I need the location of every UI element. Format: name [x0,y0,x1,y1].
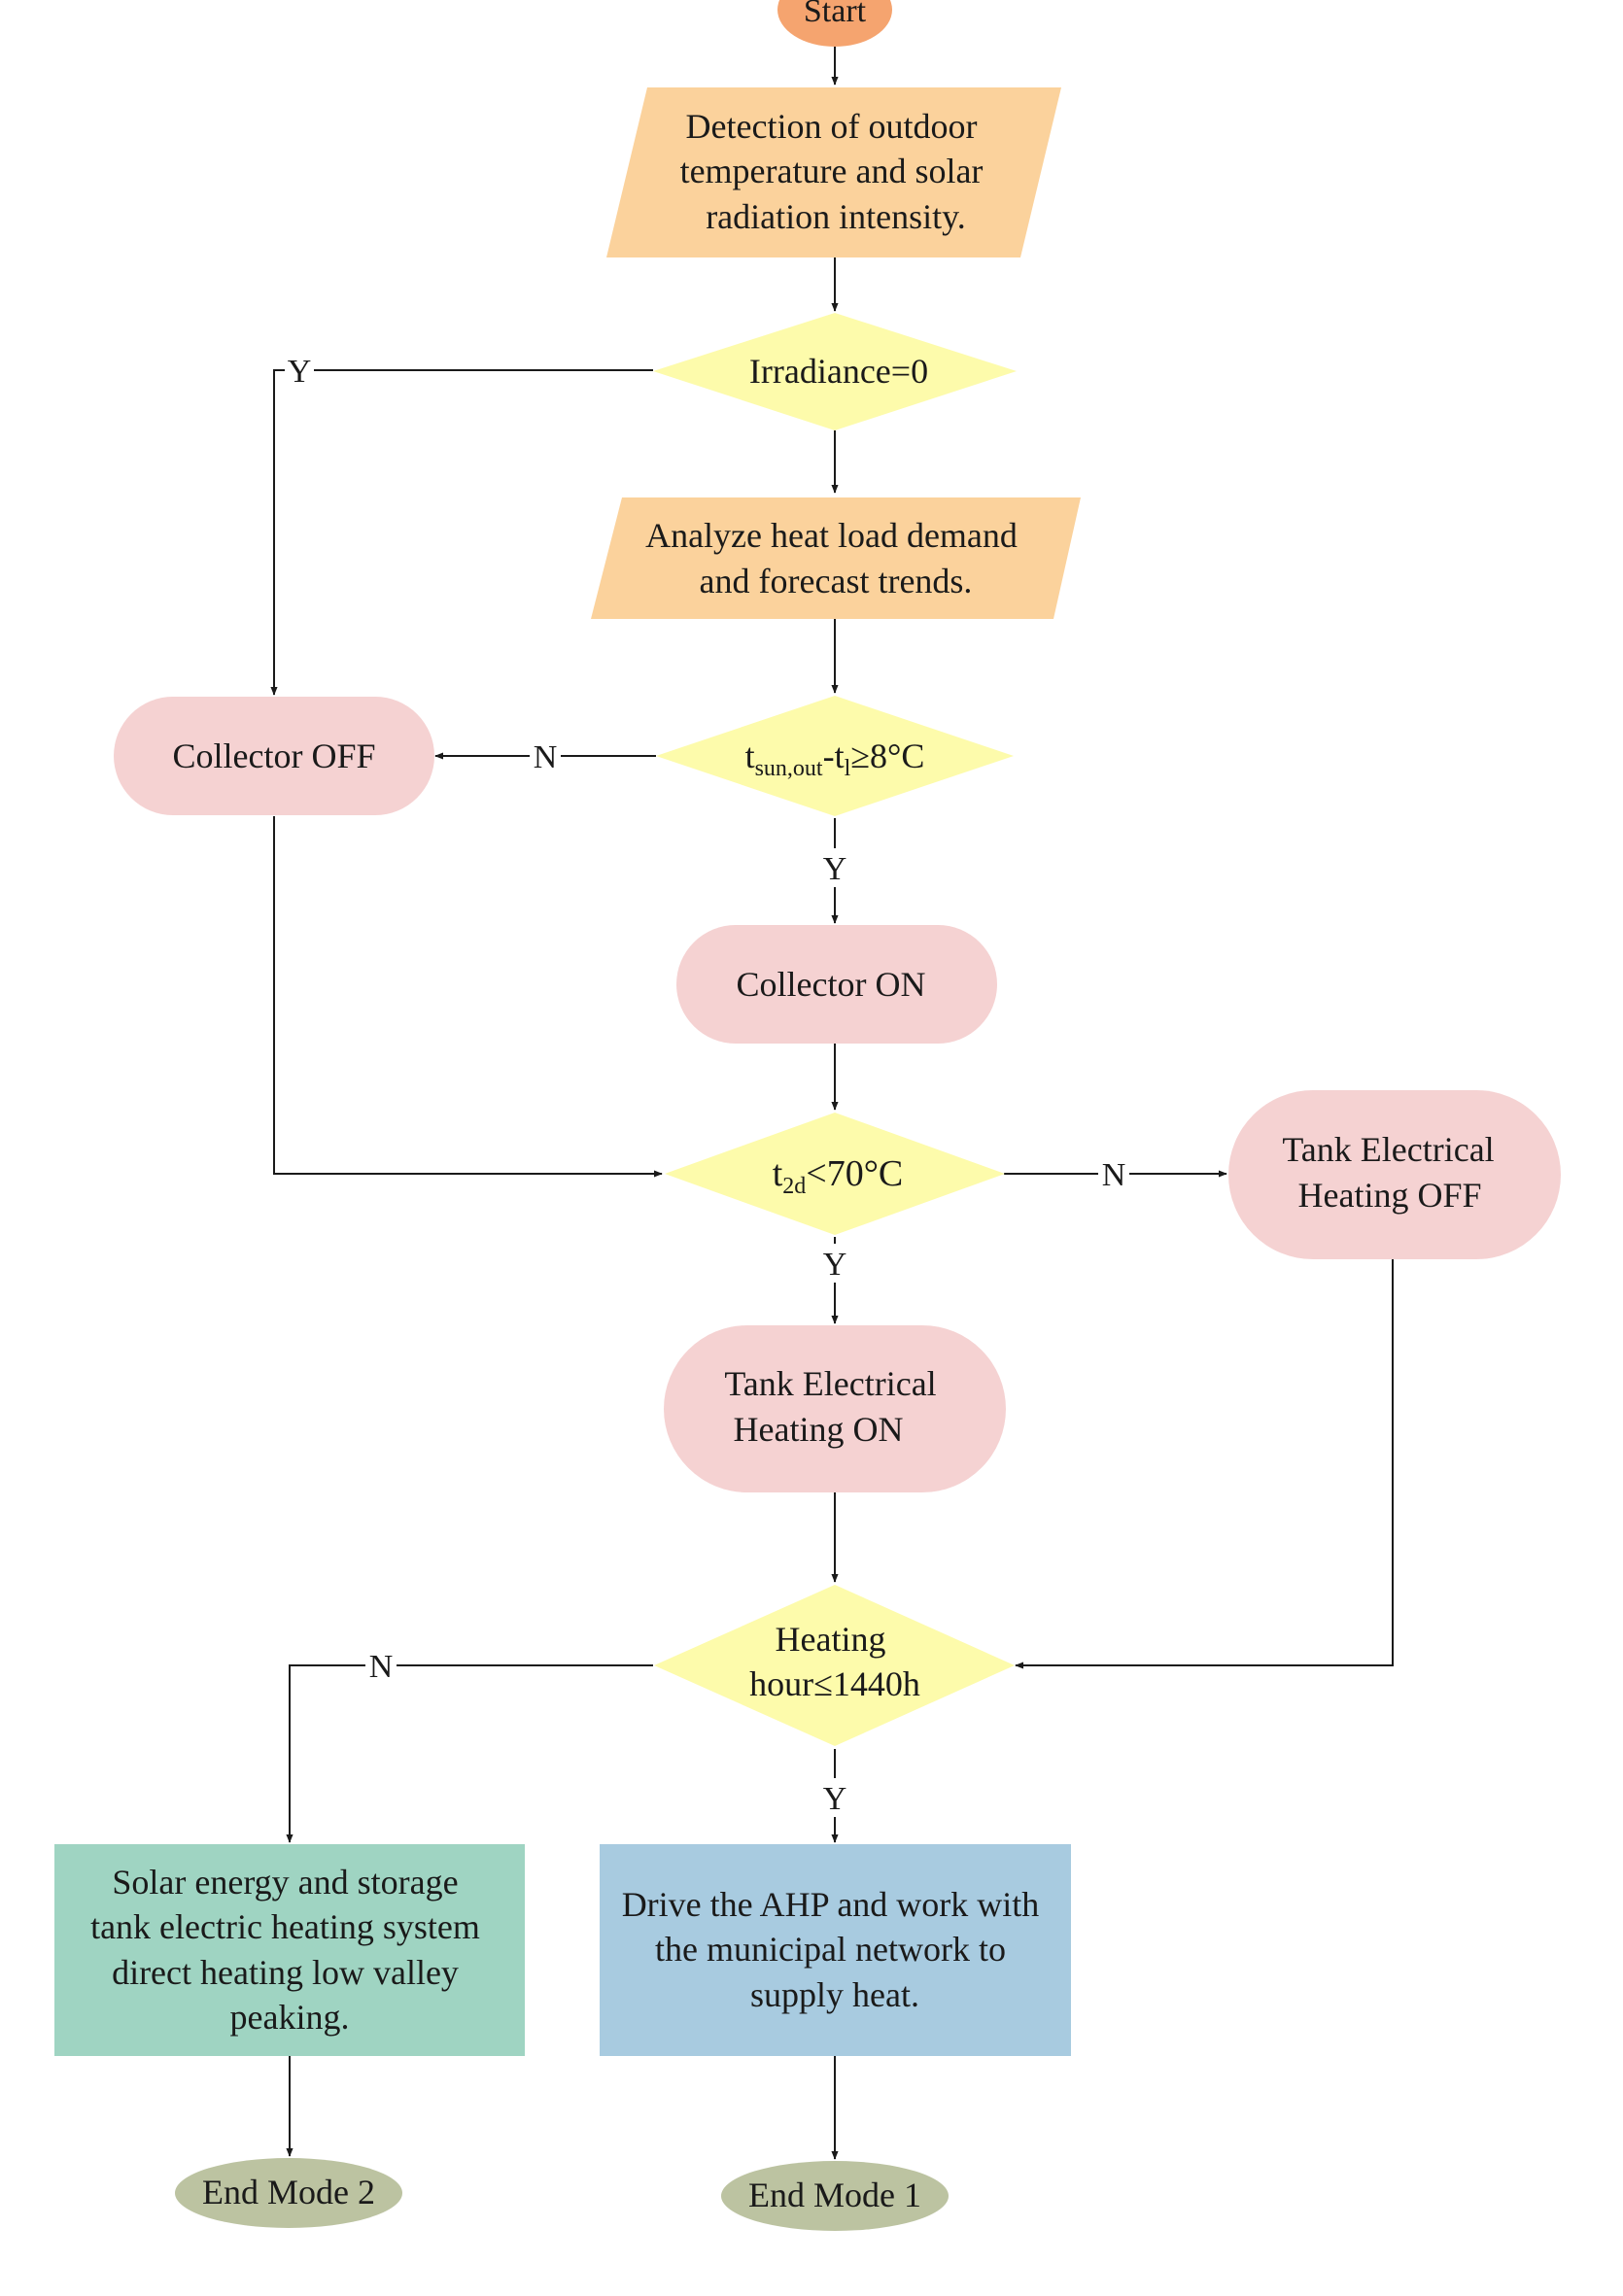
connectors [270,47,1394,2160]
temp-check-diamond [656,696,1014,816]
tank-on-text: Tank Electrical Heating ON [724,1364,945,1449]
tank-on-line-1: Tank Electrical [724,1364,936,1403]
end2-label: End Mode 2 [202,2173,375,2211]
edge-irradiance-yes-collector-off [270,369,653,696]
irradiance-diamond [653,313,1017,430]
mode1-line-3: supply heat. [750,1975,919,2014]
edge-tank-off-hourscheck [1015,1259,1394,1669]
tank-check-label: t2d<70°C [773,1153,904,1199]
start-label: Start [804,0,867,29]
temp-check-label: tsun,out-tl≥8°C [745,737,925,781]
mode2-line-2: tank electric heating system [90,1907,480,1946]
tank-check-end: <70°C [806,1153,903,1194]
tank-off-line-1: Tank Electrical [1282,1130,1494,1169]
end1-terminator [721,2161,949,2231]
node-tank-off: Tank Electrical Heating OFF [1228,1090,1561,1259]
node-analyze: Analyze heat load demand and forecast tr… [591,497,1081,619]
analyze-text: Analyze heat load demand and forecast tr… [645,516,1026,600]
tank-off-text: Tank Electrical Heating OFF [1282,1130,1502,1215]
start-terminator [777,0,892,47]
tank-check-diamond [665,1113,1005,1235]
node-hours-check: Heating hour≤1440h [654,1585,1015,1746]
mode1-rect [600,1844,1071,2056]
temp-check-end: ≥8°C [850,737,924,775]
end2-terminator [175,2158,402,2228]
edge-collector-off-tankcheck [273,816,663,1178]
mode1-line-1: Drive the AHP and work with [622,1885,1040,1924]
mode1-line-2: the municipal network to [655,1930,1006,1969]
tank-on-line-2: Heating ON [734,1410,904,1449]
hours-check-line-2: hour≤1440h [749,1664,920,1703]
detect-line-1: Detection of outdoor [686,107,978,146]
tank-off-line-2: Heating OFF [1298,1176,1482,1215]
node-temp-check: tsun,out-tl≥8°C [656,696,1014,816]
temp-check-t: t [745,737,755,775]
edge-label-tankcheck-no: N [1102,1157,1126,1193]
detect-text: Detection of outdoor temperature and sol… [680,107,992,236]
analyze-line-2: and forecast trends. [700,562,973,600]
collector-on-rounded [676,925,997,1044]
temp-check-sub-l: l [845,756,851,781]
node-start: Start [777,0,892,47]
tank-off-rounded [1228,1090,1561,1259]
collector-off-label: Collector OFF [172,737,375,775]
edge-label-tankcheck-yes: Y [823,1247,847,1283]
detect-line-3: radiation intensity. [706,197,966,236]
hours-check-text: Heating hour≤1440h [749,1620,920,1703]
analyze-parallelogram [591,497,1081,619]
detect-parallelogram [606,87,1061,257]
hours-check-line-1: Heating [776,1620,886,1659]
temp-check-sub-sunout: sun,out [755,756,823,781]
tank-check-t: t [773,1153,783,1194]
node-irradiance: Irradiance=0 [653,313,1017,430]
mode2-line-3: direct heating low valley [112,1953,459,1992]
node-tank-on: Tank Electrical Heating ON [664,1325,1006,1492]
mode1-text: Drive the AHP and work with the municipa… [622,1885,1049,2014]
mode2-line-4: peaking. [230,1998,350,2037]
node-end1: End Mode 1 [721,2161,949,2231]
node-detect: Detection of outdoor temperature and sol… [606,87,1061,257]
node-collector-on: Collector ON [676,925,997,1044]
edge-labels: Y N Y N Y N Y [285,351,1129,1817]
node-mode1-box: Drive the AHP and work with the municipa… [600,1844,1071,2056]
mode2-rect [54,1844,525,2056]
irradiance-label: Irradiance=0 [749,352,928,391]
detect-line-2: temperature and solar [680,152,984,190]
node-collector-off: Collector OFF [114,697,434,815]
edge-label-hourscheck-yes: Y [823,1781,847,1817]
node-mode2-box: Solar energy and storage tank electric h… [54,1844,525,2056]
mode2-text: Solar energy and storage tank electric h… [90,1863,489,2037]
tank-on-rounded [664,1325,1006,1492]
collector-off-rounded [114,697,434,815]
node-tank-check: t2d<70°C [665,1113,1005,1235]
edge-hourscheck-no-mode2 [286,1664,653,1843]
tank-check-sub-2d: 2d [782,1174,806,1199]
edge-label-irradiance-yes: Y [288,354,312,390]
edge-label-hourscheck-no: N [369,1649,394,1685]
edge-label-tempcheck-no: N [534,739,558,775]
collector-on-label: Collector ON [737,965,926,1004]
temp-check-mid: -t [823,737,845,775]
analyze-line-1: Analyze heat load demand [645,516,1018,555]
edge-label-tempcheck-yes: Y [823,851,847,887]
node-end2: End Mode 2 [175,2158,402,2228]
mode2-line-1: Solar energy and storage [112,1863,458,1902]
end1-label: End Mode 1 [748,2176,921,2214]
hours-check-diamond [654,1585,1015,1746]
